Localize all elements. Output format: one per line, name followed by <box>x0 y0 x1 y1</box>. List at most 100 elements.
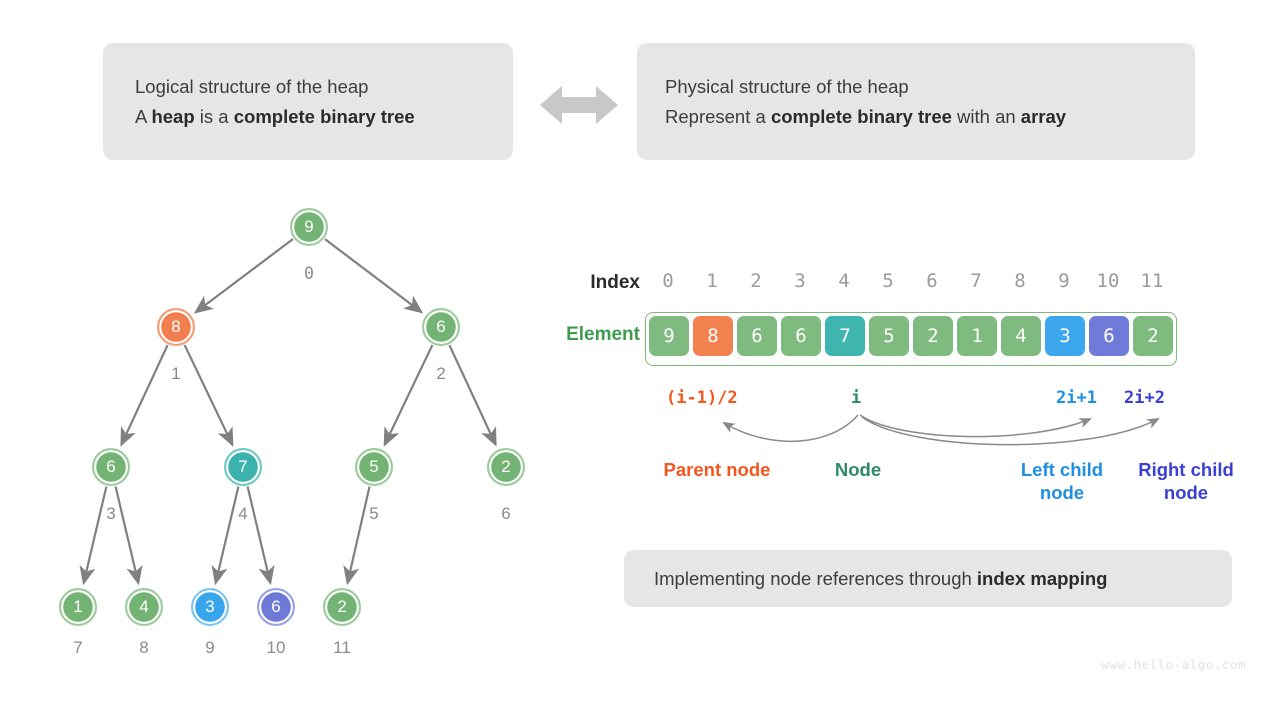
array-cell-11: 2 <box>1133 316 1173 356</box>
tree-node-value: 3 <box>205 597 215 616</box>
index-row-label: Index <box>590 272 640 293</box>
formula-right-child: 2i+2 <box>1124 388 1165 408</box>
arrow-to-right-child <box>861 416 1160 446</box>
tree-node-value: 2 <box>337 597 347 616</box>
role-left-child-node: Left child node <box>1020 459 1104 503</box>
caption-left-line2-bold2: complete binary tree <box>233 105 415 127</box>
caption-left-line1: Logical structure of the heap <box>135 75 369 97</box>
tree-node-10: 6 <box>257 588 295 626</box>
caption-bottom-bold: index mapping <box>976 567 1108 589</box>
tree-node-2: 6 <box>422 308 460 346</box>
array-cell-value: 4 <box>1015 325 1027 347</box>
array-cell-5: 5 <box>869 316 909 356</box>
array-cell-3: 6 <box>781 316 821 356</box>
tree-node-index-10: 10 <box>266 638 286 657</box>
tree-edge <box>183 344 234 447</box>
tree-node-index-0: 0 <box>304 264 314 283</box>
tree-node-value: 8 <box>171 317 181 336</box>
caption-left-line2-bold1: heap <box>151 105 195 127</box>
array-cell-value: 7 <box>839 325 851 347</box>
caption-right-line2-mid: with an <box>951 105 1021 127</box>
caption-left-line2-pre: A <box>135 105 152 127</box>
caption-index-mapping: Implementing node references through ind… <box>624 550 1232 607</box>
tree-node-index-5: 5 <box>369 504 379 523</box>
tree-node-value: 7 <box>238 457 248 476</box>
tree-node-index-1: 1 <box>171 364 181 383</box>
caption-right-line2-pre: Represent a <box>665 105 771 127</box>
tree-node-index-3: 3 <box>106 504 116 523</box>
tree-node-8: 4 <box>125 588 163 626</box>
array-cell-6: 2 <box>913 316 953 356</box>
array-cell-value: 5 <box>883 325 895 347</box>
array-cell-9: 3 <box>1045 316 1085 356</box>
tree-node-value: 9 <box>304 217 314 236</box>
caption-logical-structure: Logical structure of the heap A heap is … <box>103 43 513 160</box>
array-cell-1: 8 <box>693 316 733 356</box>
tree-edge <box>114 486 143 586</box>
array-index-1: 1 <box>706 270 718 292</box>
tree-node-0: 9 <box>290 208 328 246</box>
caption-right-line2-bold2: array <box>1020 105 1067 127</box>
array-index-0: 0 <box>662 270 674 292</box>
tree-edge <box>324 238 424 314</box>
tree-node-index-8: 8 <box>139 638 149 657</box>
tree-edge <box>193 238 294 314</box>
array-cell-value: 3 <box>1059 325 1071 347</box>
tree-edges <box>79 238 497 586</box>
tree-node-index-4: 4 <box>238 504 248 523</box>
tree-node-value: 6 <box>436 317 446 336</box>
tree-node-6: 2 <box>487 448 525 486</box>
tree-node-3: 6 <box>92 448 130 486</box>
array-index-7: 7 <box>970 270 982 292</box>
array-cell-0: 9 <box>649 316 689 356</box>
caption-left-line2-mid: is a <box>194 105 234 127</box>
array-index-4: 4 <box>838 270 850 292</box>
array-index-9: 9 <box>1058 270 1070 292</box>
array-index-5: 5 <box>882 270 894 292</box>
array-index-8: 8 <box>1014 270 1026 292</box>
tree-edge <box>120 344 169 447</box>
double-arrow-icon <box>540 86 618 124</box>
array-cell-value: 6 <box>1103 325 1115 347</box>
formula-node: i <box>851 388 862 408</box>
array-index-3: 3 <box>794 270 806 292</box>
tree-node-value: 5 <box>369 457 379 476</box>
array-cell-2: 6 <box>737 316 777 356</box>
caption-right-line2: Represent a complete binary tree with an… <box>665 102 1195 132</box>
tree-node-4: 7 <box>224 448 262 486</box>
tree-node-index-9: 9 <box>205 638 215 657</box>
tree-node-index-2: 2 <box>436 364 446 383</box>
tree-edge <box>246 486 275 586</box>
tree-node-index-6: 6 <box>501 504 511 523</box>
tree-node-11: 2 <box>323 588 361 626</box>
array-index-11: 11 <box>1140 270 1164 292</box>
tree-node-index-7: 7 <box>73 638 83 657</box>
array-index-6: 6 <box>926 270 938 292</box>
arrow-to-parent <box>722 414 859 443</box>
tree-node-value: 4 <box>139 597 149 616</box>
tree-node-value: 6 <box>106 457 116 476</box>
tree-node-value: 2 <box>501 457 511 476</box>
tree-edge <box>79 486 108 586</box>
tree-node-9: 3 <box>191 588 229 626</box>
array-cell-value: 9 <box>663 325 675 347</box>
caption-right-line2-bold1: complete binary tree <box>770 105 952 127</box>
array-cell-value: 8 <box>707 325 719 347</box>
array-cell-value: 6 <box>751 325 763 347</box>
tree-node-value: 1 <box>73 597 83 616</box>
array-cell-value: 2 <box>927 325 939 347</box>
tree-node-1: 8 <box>157 308 195 346</box>
array-cell-8: 4 <box>1001 316 1041 356</box>
tree-edge <box>211 486 240 586</box>
tree-edge <box>448 344 497 447</box>
caption-bottom-line: Implementing node references through ind… <box>654 564 1232 594</box>
watermark: www.hello-algo.com <box>1101 657 1246 672</box>
formula-left-child: 2i+1 <box>1056 388 1097 408</box>
caption-bottom-pre: Implementing node references through <box>654 567 977 589</box>
tree-node-7: 1 <box>59 588 97 626</box>
caption-left-line2: A heap is a complete binary tree <box>135 102 513 132</box>
